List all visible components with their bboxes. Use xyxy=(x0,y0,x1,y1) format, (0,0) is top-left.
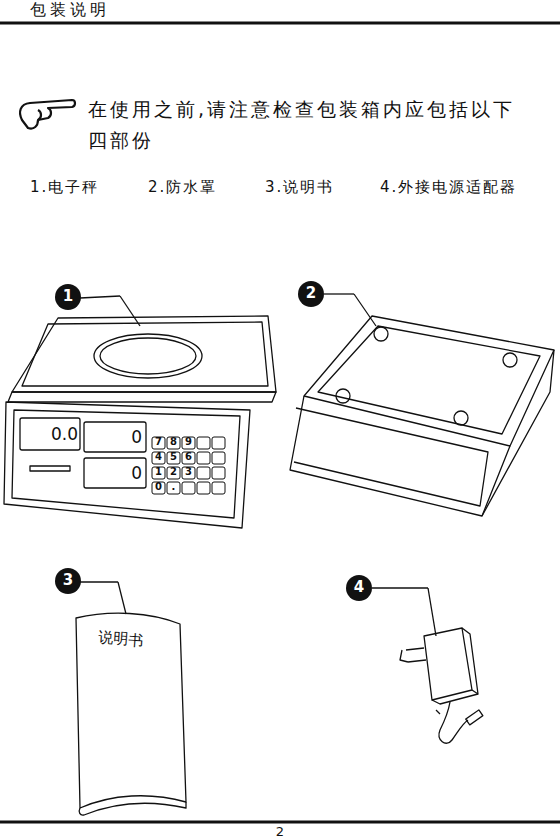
display-reading: 0.0 xyxy=(22,424,78,444)
key-label: 0 xyxy=(152,481,165,493)
callout-disc xyxy=(298,281,324,307)
cover-text: 说明书 xyxy=(97,628,143,649)
pointer-icon xyxy=(20,100,75,129)
key-label: 9 xyxy=(182,436,195,448)
footer-rule xyxy=(0,821,560,824)
header-rule xyxy=(0,22,560,25)
cover-drawing xyxy=(290,294,554,516)
page-heading: 包装说明 xyxy=(30,0,110,19)
callout-number: 2 xyxy=(298,284,324,302)
key-label: 8 xyxy=(167,436,180,448)
key-label: 5 xyxy=(167,451,180,463)
callout-number: 1 xyxy=(55,287,81,305)
key-label: 4 xyxy=(152,451,165,463)
callout-number: 3 xyxy=(55,571,81,589)
callout-disc xyxy=(346,575,372,601)
part-item: 1.电子秤 xyxy=(30,178,99,196)
display-reading: 0 xyxy=(86,463,142,483)
manual-drawing xyxy=(76,582,186,815)
display-reading: 0 xyxy=(86,427,142,447)
key-label: 7 xyxy=(152,436,165,448)
part-item: 2.防水罩 xyxy=(148,178,217,196)
note-text: 在使用之前,请注意检查包装箱内应包括以下四部份 xyxy=(88,94,528,156)
part-item: 4.外接电源适配器 xyxy=(380,178,517,196)
key-label: 3 xyxy=(182,466,195,478)
key-label: 6 xyxy=(182,451,195,463)
key-label: 1 xyxy=(152,466,165,478)
scale-drawing xyxy=(4,296,276,528)
key-label: . xyxy=(167,481,180,493)
key-label: 2 xyxy=(167,466,180,478)
part-item: 3.说明书 xyxy=(265,178,334,196)
callout-disc xyxy=(55,284,81,310)
callout-discs xyxy=(55,281,372,601)
callout-disc xyxy=(55,568,81,594)
callout-number: 4 xyxy=(346,578,372,596)
adapter-drawing xyxy=(372,588,483,743)
page-number: 2 xyxy=(270,824,290,840)
